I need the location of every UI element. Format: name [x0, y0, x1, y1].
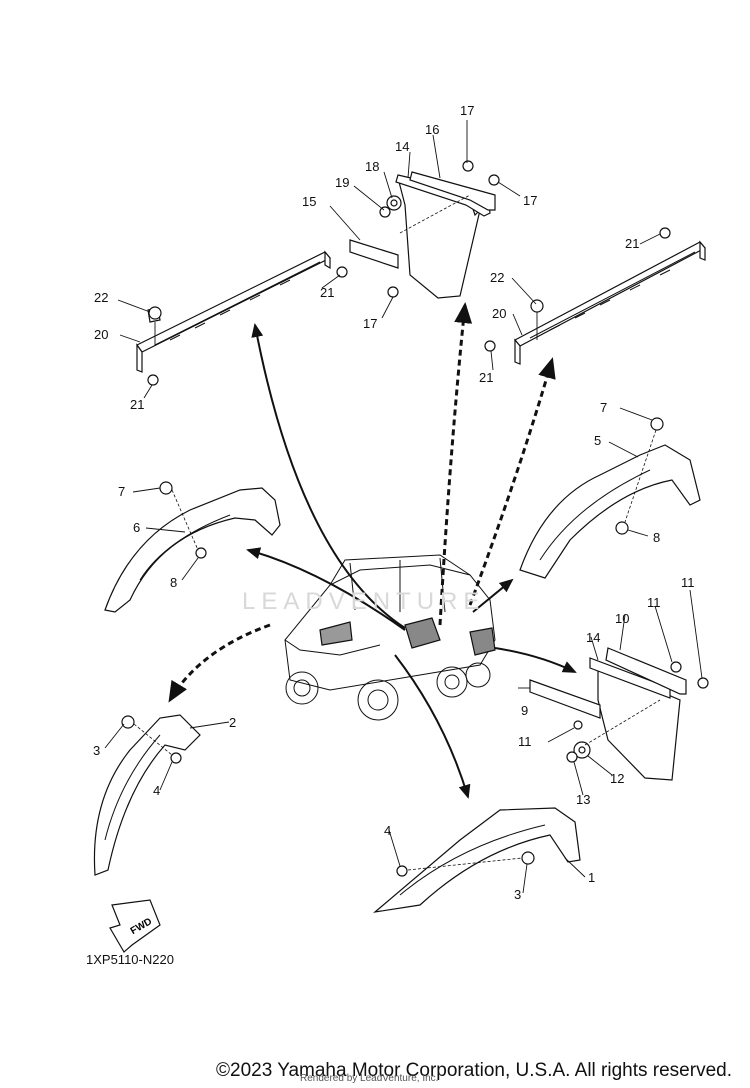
- callout-22-left: 22: [94, 290, 108, 305]
- callout-16: 16: [425, 122, 439, 137]
- callout-17-top: 17: [460, 103, 474, 118]
- callout-leaders: [104, 120, 703, 894]
- callout-13: 13: [576, 792, 590, 807]
- callout-21-left-bottom: 21: [130, 397, 144, 412]
- arrows: [168, 302, 577, 799]
- callout-11-right: 11: [647, 595, 661, 610]
- fender-2: [93, 714, 201, 876]
- callout-15: 15: [302, 194, 316, 209]
- callout-19: 19: [335, 175, 349, 190]
- vehicle-illustration: [284, 554, 496, 721]
- callout-9: 9: [521, 703, 528, 718]
- callout-21-top-right: 21: [625, 236, 639, 251]
- callout-10: 10: [615, 611, 629, 626]
- callout-17-bottom: 17: [363, 316, 377, 331]
- callout-14-bottom: 14: [586, 630, 600, 645]
- bracket-left: [136, 250, 348, 386]
- callout-3-right: 3: [514, 887, 521, 902]
- callout-5: 5: [594, 433, 601, 448]
- callout-14-top: 14: [395, 139, 409, 154]
- callout-7-right: 7: [600, 400, 607, 415]
- callout-4-left: 4: [153, 783, 160, 798]
- callout-12: 12: [610, 771, 624, 786]
- fwd-arrow: FWD: [109, 899, 161, 953]
- callout-20-left: 20: [94, 327, 108, 342]
- callout-6: 6: [133, 520, 140, 535]
- callout-7-left: 7: [118, 484, 125, 499]
- callout-1: 1: [588, 870, 595, 885]
- diagram-code: 1XP5110-N220: [86, 952, 174, 967]
- callout-21-right-bottom: 21: [479, 370, 493, 385]
- callout-11-left: 11: [518, 734, 532, 749]
- watermark: LEADVENTURE: [242, 588, 486, 615]
- callout-4-right: 4: [384, 823, 391, 838]
- callout-2: 2: [229, 715, 236, 730]
- mudflap-lower: [529, 647, 709, 781]
- callout-17-right: 17: [523, 193, 537, 208]
- fender-1: [372, 807, 581, 913]
- callout-20-right: 20: [492, 306, 506, 321]
- callout-18: 18: [365, 159, 379, 174]
- callout-22-right: 22: [490, 270, 504, 285]
- callout-11-far-right: 11: [681, 575, 695, 590]
- fender-5: [519, 417, 701, 579]
- copyright-notice: ©2023 Yamaha Motor Corporation, U.S.A. A…: [216, 1060, 732, 1081]
- bracket-right: [484, 227, 706, 365]
- callout-8-right: 8: [653, 530, 660, 545]
- callouts: 17 16 14 18 19 17 15 21 22 21 22 20 17 2…: [93, 103, 695, 902]
- callout-8-left: 8: [170, 575, 177, 590]
- callout-3-left: 3: [93, 743, 100, 758]
- render-credit: Rendered by LeadVenture, Inc.: [300, 1073, 439, 1084]
- mudflap-upper: [349, 160, 500, 299]
- callout-21-left: 21: [320, 285, 334, 300]
